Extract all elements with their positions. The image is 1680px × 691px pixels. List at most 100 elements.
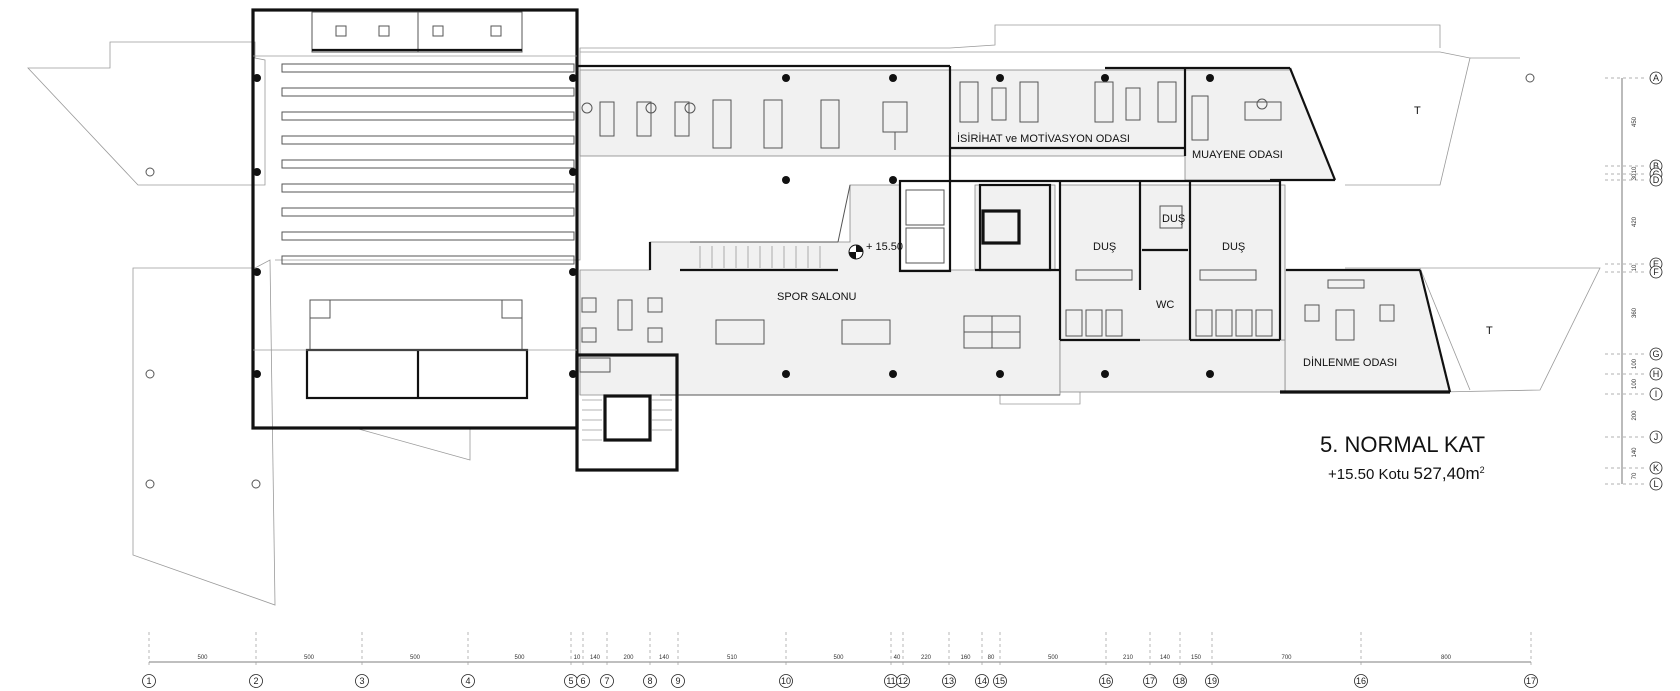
column-grid-label: 9 bbox=[675, 676, 680, 686]
column-dimension: 500 bbox=[514, 655, 525, 661]
column-dimension: 510 bbox=[727, 655, 738, 661]
roof-outline bbox=[27, 24, 1601, 606]
grid-bubble bbox=[1649, 387, 1663, 401]
column-dimension: 200 bbox=[623, 655, 634, 661]
row-dimension: 420 bbox=[1632, 216, 1638, 227]
column-grid-label: 19 bbox=[1207, 676, 1217, 686]
grid-bubble bbox=[1649, 477, 1663, 491]
column-grid-label: 1 bbox=[146, 676, 151, 686]
grid-bubble bbox=[461, 674, 475, 688]
row-grid-label: B bbox=[1653, 161, 1659, 171]
grid-bubble bbox=[643, 674, 657, 688]
grid-bubble bbox=[576, 674, 590, 688]
row-dimension: 100 bbox=[1632, 358, 1638, 369]
room-label-rest: İSİRİHAT ve MOTİVASYON ODASI bbox=[957, 132, 1130, 145]
grid-bubble bbox=[975, 674, 989, 688]
column-dimension: 500 bbox=[833, 655, 844, 661]
column-grid-label: 17 bbox=[1145, 676, 1155, 686]
grid-bubble bbox=[1173, 674, 1187, 688]
column-grid-label: 7 bbox=[604, 676, 609, 686]
toilet-stalls bbox=[1065, 309, 1273, 337]
row-grid-label: I bbox=[1655, 389, 1658, 399]
row-dimension: 10 bbox=[1632, 264, 1638, 271]
column-grid-label: 10 bbox=[781, 676, 791, 686]
row-dimension: 200 bbox=[1632, 410, 1638, 421]
grid-bubble bbox=[1205, 674, 1219, 688]
column-dimension: 40 bbox=[894, 655, 901, 661]
stair-treads bbox=[699, 246, 821, 268]
column-dimension: 700 bbox=[1281, 655, 1292, 661]
auditorium bbox=[251, 8, 579, 430]
row-grid-label: K bbox=[1653, 463, 1659, 473]
rest-exam-rooms bbox=[950, 66, 1337, 182]
column-grid-label: 2 bbox=[253, 676, 258, 686]
level-marker-text: + 15.50 bbox=[866, 241, 903, 253]
grid-bubble bbox=[1649, 265, 1663, 279]
row-dimension: 30 bbox=[1632, 173, 1638, 180]
column-grid-label: 16 bbox=[1101, 676, 1111, 686]
grid-bubble bbox=[1649, 367, 1663, 381]
column-dimension: 500 bbox=[1048, 655, 1059, 661]
column-dimension: 220 bbox=[921, 655, 932, 661]
row-dimension: 100 bbox=[1632, 378, 1638, 389]
drawing-title: 5. NORMAL KAT bbox=[1320, 432, 1486, 457]
column-grid-label: 5 bbox=[568, 676, 573, 686]
column-grid-label: 3 bbox=[359, 676, 364, 686]
level-marker bbox=[848, 244, 864, 260]
row-grid-label: L bbox=[1653, 479, 1658, 489]
room-label-t-2: T bbox=[1486, 325, 1493, 337]
column-grid-label: 6 bbox=[580, 676, 585, 686]
row-dimension: 140 bbox=[1632, 447, 1638, 458]
column-grid-label: 18 bbox=[1175, 676, 1185, 686]
room-label-shower-1: DUŞ bbox=[1093, 241, 1116, 253]
row-grid-label: E bbox=[1653, 259, 1659, 269]
column-dimension: 80 bbox=[988, 655, 995, 661]
grid-bubble bbox=[1649, 347, 1663, 361]
gym-equipment bbox=[581, 99, 1021, 349]
row-dimension: 10 bbox=[1632, 166, 1638, 173]
grid-bubble bbox=[896, 674, 910, 688]
room-label-shower-3: DUŞ bbox=[1222, 241, 1245, 253]
column-dimension: 150 bbox=[1191, 655, 1202, 661]
row-grid: ABCDEFGHIJKL4501030420103601001002001407… bbox=[1605, 71, 1663, 491]
column-dimension: 800 bbox=[1441, 655, 1452, 661]
row-dimension: 360 bbox=[1632, 307, 1638, 318]
seat-rows bbox=[281, 63, 575, 265]
row-grid-label: A bbox=[1653, 73, 1659, 83]
grid-bubble bbox=[1354, 674, 1368, 688]
column-grid-label: 15 bbox=[995, 676, 1005, 686]
grid-bubble bbox=[249, 674, 263, 688]
row-grid-label: G bbox=[1652, 349, 1659, 359]
row-grid-label: D bbox=[1653, 175, 1660, 185]
grid-bubble bbox=[779, 674, 793, 688]
column-grid-label: 14 bbox=[977, 676, 987, 686]
column-grid-label: 13 bbox=[944, 676, 954, 686]
grid-bubble bbox=[1649, 71, 1663, 85]
row-grid-label: F bbox=[1653, 267, 1659, 277]
grid-bubble bbox=[671, 674, 685, 688]
level-text: +15.50 Kotu bbox=[1328, 466, 1410, 483]
column-dimension: 160 bbox=[960, 655, 971, 661]
room-label-t-1: T bbox=[1414, 105, 1421, 117]
grid-bubble bbox=[942, 674, 956, 688]
row-grid-label: J bbox=[1654, 432, 1659, 442]
column-dimension: 10 bbox=[574, 655, 581, 661]
grid-bubble bbox=[355, 674, 369, 688]
grid-bubble bbox=[1524, 674, 1538, 688]
room-label-wc: WC bbox=[1156, 299, 1174, 311]
wet-areas bbox=[1058, 179, 1452, 394]
column-dimension: 500 bbox=[197, 655, 208, 661]
drawing-subtitle: +15.50 Kotu 527,40m2 bbox=[1328, 464, 1485, 484]
room-label-shower-2: DUŞ bbox=[1162, 213, 1185, 225]
column-grid-label: 8 bbox=[647, 676, 652, 686]
column-dimension: 500 bbox=[410, 655, 421, 661]
grid-bubble bbox=[142, 674, 156, 688]
floor-areas bbox=[579, 69, 1451, 396]
row-grid-label: H bbox=[1653, 369, 1660, 379]
grid-bubble bbox=[600, 674, 614, 688]
column-grid-label: 12 bbox=[898, 676, 908, 686]
lower-stair-treads bbox=[582, 399, 672, 441]
area-value: 527,40m bbox=[1413, 464, 1480, 483]
